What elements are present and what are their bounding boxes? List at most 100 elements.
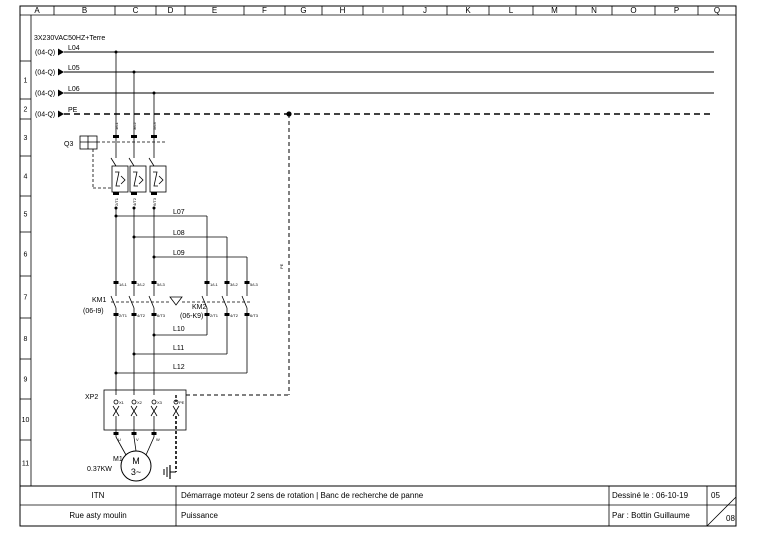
busbar-origin-ref: (04-Q) [35,70,55,77]
busbar-label-pe: PE [68,107,78,114]
column-label-n: N [591,6,597,15]
motor-feed-wire [145,436,155,456]
contactor-terminal-mark [204,313,210,316]
row-label-5: 5 [24,212,28,219]
motor-feed-wire [133,436,137,452]
km1-tag: KM1 [92,297,107,304]
terminal-label-x1: X1 [119,400,125,405]
contactor-terminal-mark [224,313,230,316]
terminal-link-icon [172,405,180,417]
title-page-total: 08 [726,514,735,523]
contactor-top-terminal: 3/L2 [137,282,146,287]
contactor-top-terminal: 1/L1 [119,282,128,287]
thermal-trip-icon [153,171,158,187]
breaker-bottom-terminal: 6/T3 [152,197,157,206]
contactor-bottom-terminal: 6/T3 [250,313,259,318]
contactor-top-terminal: 5/L3 [157,282,166,287]
wire-label-l10: L10 [173,326,185,333]
row-label-3: 3 [24,135,28,142]
magnetic-trip-icon [138,175,144,185]
title-drawn-by: Par : Bottin Guillaume [612,511,690,520]
contactor-bottom-terminal: 4/T2 [230,313,239,318]
column-label-k: K [465,6,471,15]
column-label-p: P [674,6,679,15]
wire-label-l09: L09 [173,250,185,257]
breaker-tag: Q3 [64,141,73,148]
terminal-screw-icon [151,399,157,405]
breaker-top-terminal: 1/L1 [114,121,119,130]
terminal-screw-icon [131,399,137,405]
row-label-11: 11 [22,461,29,468]
breaker-terminal-mark [131,192,137,195]
row-label-9: 9 [24,377,28,384]
row-label-2: 2 [24,107,28,114]
column-label-b: B [82,6,87,15]
breaker-top-terminal: 3/L2 [132,121,137,130]
motor-tag: M1 [113,456,123,463]
row-label-6: 6 [24,252,28,259]
column-label-l: L [509,6,514,15]
contactor-bottom-terminal: 2/T1 [210,313,219,318]
wire-label-l11: L11 [173,345,184,352]
breaker-bottom-terminal: 2/T1 [114,197,119,206]
column-label-q: Q [714,6,720,15]
terminal-link-icon [112,405,120,417]
column-label-d: D [168,6,174,15]
column-label-j: J [423,6,427,15]
title-main: Démarrage moteur 2 sens de rotation | Ba… [181,491,424,500]
interlock-icon [169,296,183,306]
breaker-trip-unit [129,165,147,193]
column-label-c: C [133,6,139,15]
km2-ref: (06-K9) [180,313,203,320]
column-label-g: G [300,6,306,15]
breaker-q3: Q3 1/L12/T13/L24/T25/L36/T3 [64,50,167,210]
title-address: Rue asty moulin [69,511,126,520]
row-label-4: 4 [24,174,28,181]
wire-label-l07: L07 [173,209,185,216]
thermal-trip-icon [115,171,120,187]
km2-tag: KM2 [192,304,207,311]
breaker-contact-blade [128,157,135,167]
pe-wire-label: PE [279,263,284,269]
title-block: ITN Rue asty moulin Démarrage moteur 2 s… [20,486,737,527]
contactor-bottom-terminal: 4/T2 [137,313,146,318]
motor-terminal-u: U [118,437,121,442]
contactor-top-terminal: 3/L2 [230,282,239,287]
motor-terminal-mark [113,432,119,435]
title-subtitle: Puissance [181,511,218,520]
column-label-o: O [630,6,636,15]
terminal-label-pe: PE [179,400,185,405]
breaker-terminal-mark [113,135,119,138]
contactor-top-terminal: 1/L1 [210,282,219,287]
wire-label-l08: L08 [173,230,185,237]
title-company: ITN [92,491,105,500]
breaker-terminal-mark [131,135,137,138]
breaker-handle-icon [79,135,98,150]
row-label-8: 8 [24,336,28,343]
xp2-tag: XP2 [85,394,98,401]
breaker-terminal-mark [151,135,157,138]
column-label-e: E [212,6,217,15]
breaker-contact-blade [110,157,117,167]
motor-terminal-mark [131,432,137,435]
busbar-arrow-icon [58,68,64,76]
contactor-terminal-mark [244,313,250,316]
contactors: KM1 (06-I9) KM2 (06-K9) 1/L12/T13/L24/T2… [83,281,259,320]
busbar-arrow-icon [58,48,64,56]
contactor-terminal-mark [204,281,210,284]
contactor-terminal-mark [224,281,230,284]
breaker-trip-unit [111,165,129,193]
motor-terminal-mark [151,432,157,435]
contactor-terminal-mark [113,313,119,316]
busbar-label-l05: L05 [68,65,80,72]
motor-symbol-m: M [132,456,140,466]
busbar-label-l06: L06 [68,86,80,93]
terminal-link-icon [150,405,158,417]
supply-busbars: (04-Q)L04(04-Q)L05(04-Q)L06(04-Q)PE [35,45,714,119]
contactor-bottom-terminal: 6/T3 [157,313,166,318]
busbar-origin-ref: (04-Q) [35,91,55,98]
contactor-terminal-mark [131,281,137,284]
motor-power: 0.37KW [87,466,112,473]
